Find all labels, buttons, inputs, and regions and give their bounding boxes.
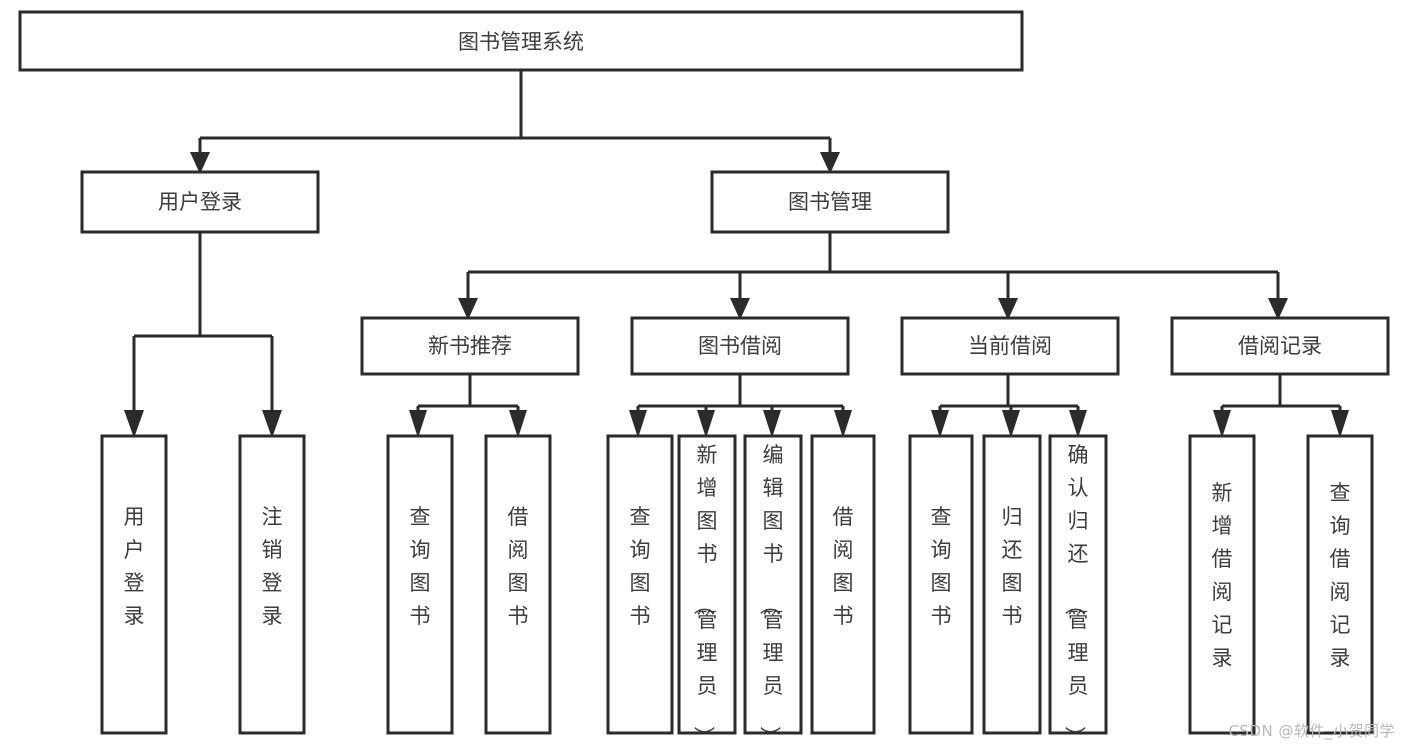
leaf-node-edit-book-admin-box[interactable] <box>743 434 803 735</box>
leaf-node-borrow-book-a-label: 借阅图书 <box>508 505 529 628</box>
leaf-node-confirm-return-admin-label: 确认归还（管理员） <box>1063 443 1089 747</box>
leaf-node-query-borrow-record[interactable]: 查询借阅记录 <box>1306 434 1374 735</box>
leaf-node-borrow-book-a[interactable]: 借阅图书 <box>484 434 552 735</box>
leaf-node-add-book-admin-label: 新增图书（管理员） <box>692 443 718 747</box>
leaf-node-user-login[interactable]: 用户登录 <box>100 434 168 735</box>
leaf-node-user-login-label: 用户登录 <box>124 505 145 628</box>
node-book-management-box[interactable] <box>710 170 950 234</box>
node-book-management-label: 图书管理 <box>788 190 872 214</box>
leaf-node-query-book-c-label: 查询图书 <box>931 505 952 628</box>
edge-newbook-trunk <box>416 374 520 416</box>
arrow-to-record <box>1268 298 1288 320</box>
edge-borrow-trunk <box>636 374 845 416</box>
node-current-borrow[interactable]: 当前借阅 <box>900 316 1120 376</box>
node-new-book-recommend-label: 新书推荐 <box>428 334 512 358</box>
edge-current-trunk <box>938 374 1080 416</box>
leaf-node-edit-book-admin[interactable]: 编辑图书（管理员） <box>743 434 803 747</box>
edge-root-trunk <box>198 70 832 152</box>
node-root-label: 图书管理系统 <box>458 30 584 54</box>
node-user-login-box[interactable] <box>80 170 320 234</box>
leaf-node-query-book-a[interactable]: 查询图书 <box>386 434 454 735</box>
leaf-node-query-book-a-label: 查询图书 <box>410 505 431 628</box>
node-book-borrow[interactable]: 图书借阅 <box>630 316 850 376</box>
leaf-node-return-book[interactable]: 归还图书 <box>982 434 1042 735</box>
arrow-to-current <box>998 298 1018 320</box>
arrow-to-borrow <box>730 298 750 320</box>
leaf-node-confirm-return-admin-box[interactable] <box>1048 434 1108 735</box>
leaf-node-borrow-book-b[interactable]: 借阅图书 <box>810 434 876 735</box>
leaf-node-borrow-book-b-box[interactable] <box>810 434 876 735</box>
arrow-to-leaf-9 <box>931 410 949 438</box>
node-root[interactable]: 图书管理系统 <box>18 10 1024 72</box>
leaf-node-add-borrow-record-box[interactable] <box>1188 434 1256 735</box>
arrow-to-leaf-11 <box>1069 410 1087 438</box>
node-user-login[interactable]: 用户登录 <box>80 170 320 234</box>
leaf-node-logout-label: 注销登录 <box>262 505 283 628</box>
leaf-node-return-book-label: 归还图书 <box>1002 505 1023 628</box>
arrow-to-leaf-6 <box>697 410 715 438</box>
arrow-to-leaf-8 <box>834 410 852 438</box>
leaf-node-logout[interactable]: 注销登录 <box>238 434 306 735</box>
node-borrow-record-box[interactable] <box>1170 316 1390 376</box>
node-book-management[interactable]: 图书管理 <box>710 170 950 234</box>
arrow-to-leaf-4 <box>509 410 527 438</box>
edge-userlogin-trunk <box>132 232 274 416</box>
node-new-book-recommend[interactable]: 新书推荐 <box>360 316 580 376</box>
leaf-node-borrow-book-b-label: 借阅图书 <box>833 505 854 628</box>
leaf-node-borrow-book-a-box[interactable] <box>484 434 552 735</box>
node-book-borrow-box[interactable] <box>630 316 850 376</box>
leaf-node-query-borrow-record-box[interactable] <box>1306 434 1374 735</box>
node-book-borrow-label: 图书借阅 <box>698 334 782 358</box>
arrow-to-leaf-2 <box>262 410 282 438</box>
leaf-node-add-borrow-record[interactable]: 新增借阅记录 <box>1188 434 1256 735</box>
arrow-to-new-book <box>458 298 478 320</box>
node-current-borrow-box[interactable] <box>900 316 1120 376</box>
node-borrow-record-label: 借阅记录 <box>1238 334 1322 358</box>
arrowhead-layer <box>124 152 1349 438</box>
arrow-to-leaf-13 <box>1331 410 1349 438</box>
leaf-node-logout-box[interactable] <box>238 434 306 735</box>
arrow-to-leaf-7 <box>763 410 781 438</box>
arrow-to-leaf-3 <box>409 410 427 438</box>
leaf-node-return-book-box[interactable] <box>982 434 1042 735</box>
arrow-to-leaf-12 <box>1213 410 1231 438</box>
connector-layer <box>132 70 1342 416</box>
node-new-book-recommend-box[interactable] <box>360 316 580 376</box>
leaf-node-query-book-c[interactable]: 查询图书 <box>908 434 974 735</box>
leaf-node-query-book-a-box[interactable] <box>386 434 454 735</box>
leaf-node-query-borrow-record-label: 查询借阅记录 <box>1330 481 1351 670</box>
arrow-to-user-login <box>190 152 210 174</box>
arrow-to-leaf-10 <box>1002 410 1020 438</box>
leaf-node-edit-book-admin-label: 编辑图书（管理员） <box>758 443 784 747</box>
leaf-node-query-book-b[interactable]: 查询图书 <box>606 434 674 735</box>
leaf-node-user-login-box[interactable] <box>100 434 168 735</box>
edge-record-trunk <box>1220 374 1342 416</box>
leaf-node-query-book-b-label: 查询图书 <box>630 505 651 628</box>
node-borrow-record[interactable]: 借阅记录 <box>1170 316 1390 376</box>
arrow-to-leaf-1 <box>124 410 144 438</box>
leaf-layer: 用户登录 注销登录 查询图书 借阅图书 查询图书 新增图书（管理员） <box>100 434 1374 747</box>
node-user-login-label: 用户登录 <box>158 190 242 214</box>
node-root-box[interactable] <box>18 10 1024 72</box>
leaf-node-add-book-admin-box[interactable] <box>677 434 737 735</box>
edge-bookmgmt-trunk <box>466 232 1280 298</box>
node-current-borrow-label: 当前借阅 <box>968 334 1052 358</box>
leaf-node-add-book-admin[interactable]: 新增图书（管理员） <box>677 434 737 747</box>
leaf-node-query-book-c-box[interactable] <box>908 434 974 735</box>
leaf-node-confirm-return-admin[interactable]: 确认归还（管理员） <box>1048 434 1108 747</box>
leaf-node-query-book-b-box[interactable] <box>606 434 674 735</box>
leaf-node-add-borrow-record-label: 新增借阅记录 <box>1212 481 1233 670</box>
arrow-to-leaf-5 <box>629 410 647 438</box>
arrow-to-book-mgmt <box>820 152 840 174</box>
